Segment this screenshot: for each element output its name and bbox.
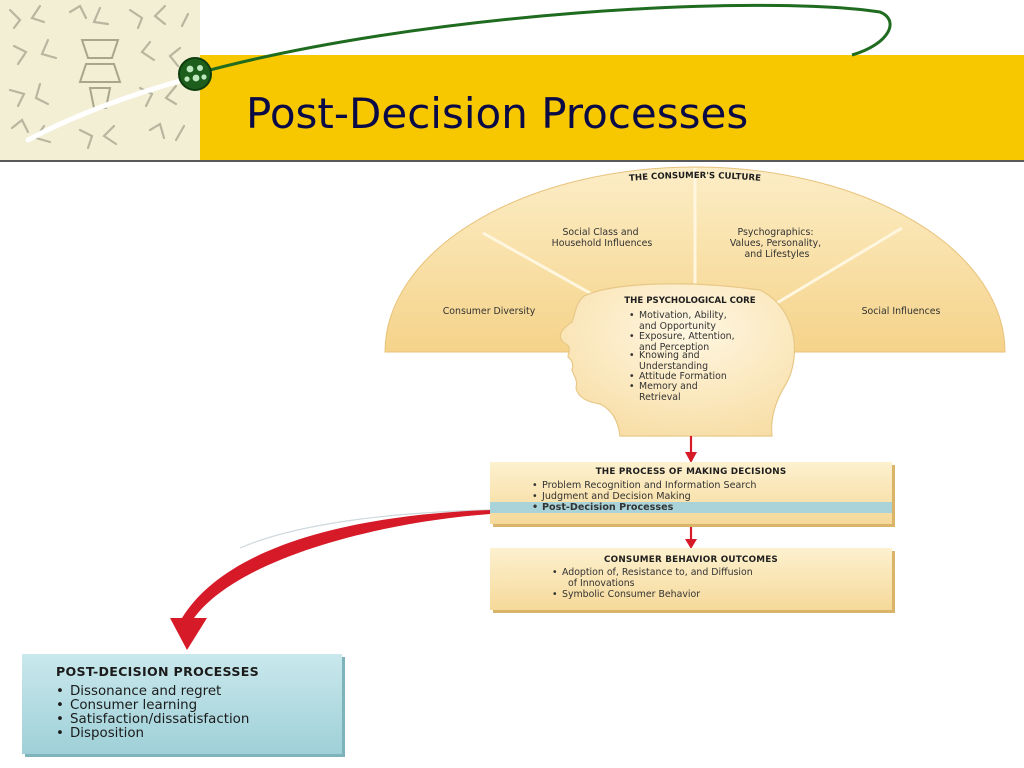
post-decision-heading: POST-DECISION PROCESSES [56, 664, 259, 679]
culture-arc-dividers [482, 168, 903, 354]
outcomes-item-adoption: Adoption of, Resistance to, and Diffusio… [552, 567, 892, 579]
curved-arrow-body [170, 510, 490, 650]
svg-text:•: • [629, 381, 635, 392]
arrow-decisions-to-outcomes [685, 526, 697, 549]
outcomes-box: CONSUMER BEHAVIOR OUTCOMES Adoption of, … [490, 548, 892, 610]
svg-text:•: • [629, 350, 635, 361]
segment-social-class: Social Class and Household Influences [552, 227, 653, 249]
post-decision-box: POST-DECISION PROCESSES Dissonance and r… [22, 654, 342, 754]
post-decision-list: Dissonance and regret Consumer learning … [56, 685, 342, 742]
decisions-item-judgment: Judgment and Decision Making [532, 491, 892, 502]
decisions-item-post-decision: Post-Decision Processes [490, 502, 892, 513]
svg-text:Attitude Formation: Attitude Formation [639, 371, 727, 382]
culture-label: THE CONSUMER'S CULTURE [629, 171, 762, 184]
outcomes-item-adoption-cont: of Innovations [568, 577, 635, 589]
segment-social-influences: Social Influences [862, 306, 941, 317]
psychological-core-heading: THE PSYCHOLOGICAL CORE [624, 296, 756, 306]
post-decision-item-disposition: Disposition [56, 727, 342, 742]
culture-arc [384, 166, 1006, 353]
pattern-illustration [8, 4, 190, 150]
post-decision-item-dissonance: Dissonance and regret [56, 685, 342, 700]
corner-pattern-image [0, 0, 200, 160]
svg-text:•: • [629, 310, 635, 321]
svg-text:Exposure, Attention,and Percep: Exposure, Attention,and Perception [639, 331, 735, 353]
segment-psychographics: Psychographics: Values, Personality, and… [730, 227, 824, 260]
decisions-heading: THE PROCESS OF MAKING DECISIONS [595, 467, 787, 477]
svg-text:•: • [629, 331, 635, 342]
slide-title: Post-Decision Processes [246, 89, 749, 138]
segment-consumer-diversity: Consumer Diversity [443, 306, 536, 317]
outcomes-heading: CONSUMER BEHAVIOR OUTCOMES [604, 555, 778, 565]
decisions-box: THE PROCESS OF MAKING DECISIONS Problem … [490, 462, 892, 524]
head-silhouette [559, 283, 795, 437]
post-decision-item-satisfaction: Satisfaction/dissatisfaction [56, 713, 342, 728]
arrow-core-to-decisions [685, 436, 697, 463]
decisions-item-search: Problem Recognition and Information Sear… [532, 480, 892, 491]
post-decision-item-learning: Consumer learning [56, 699, 342, 714]
outcomes-list: Adoption of, Resistance to, and Diffusio… [552, 567, 892, 601]
svg-text:Motivation, Ability,and Opport: Motivation, Ability,and Opportunity [639, 310, 727, 332]
culture-label-path [600, 178, 790, 184]
curved-arrow-thin-lead [239, 509, 491, 549]
outcomes-item-symbolic: Symbolic Consumer Behavior [552, 589, 892, 601]
psychological-core-list: • Motivation, Ability,and Opportunity • … [629, 310, 735, 403]
decisions-list: Problem Recognition and Information Sear… [490, 480, 892, 513]
svg-text:•: • [629, 371, 635, 382]
